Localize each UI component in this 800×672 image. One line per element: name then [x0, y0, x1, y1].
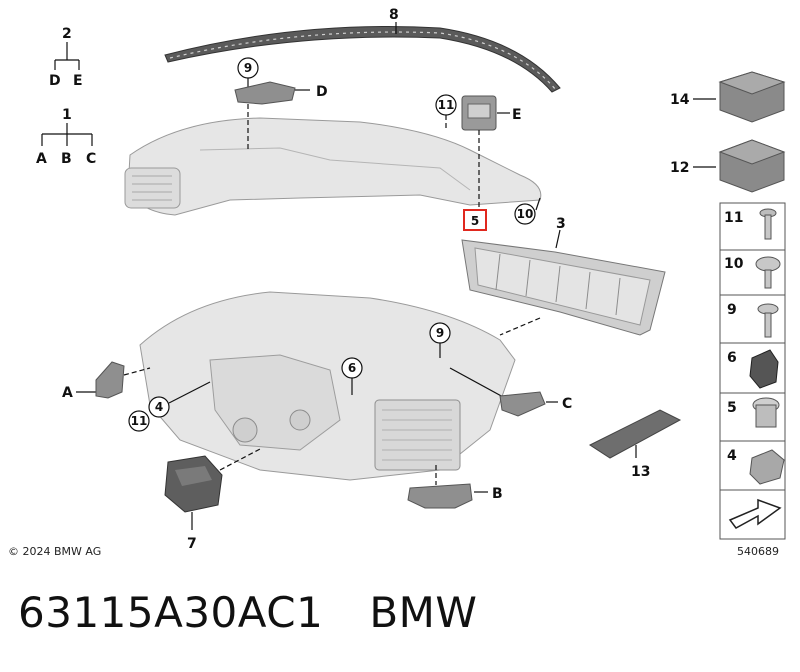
- callout-11-lower: 11: [131, 414, 148, 428]
- parts-diagram: 2 D E 1 A B C 8 9: [8, 7, 786, 558]
- diagram-number: 540689: [737, 545, 779, 558]
- tree-child-c: C: [86, 151, 96, 167]
- part-14-box: 14: [670, 71, 786, 123]
- panel-label-11: 11: [724, 210, 743, 226]
- callout-8: 8: [389, 7, 399, 23]
- callout-11-top: 11: [438, 98, 455, 112]
- part-b-bracket: B: [407, 465, 503, 509]
- panel-label-5: 5: [727, 400, 737, 416]
- tree-child-d: D: [49, 73, 61, 89]
- part-e-bracket: 11 E 5: [435, 94, 522, 231]
- next-arrow-icon: [728, 498, 782, 529]
- tree-child-e: E: [73, 73, 83, 89]
- callout-6: 6: [348, 361, 356, 375]
- callout-7: 7: [187, 536, 197, 552]
- tree-child-b: B: [61, 151, 72, 167]
- headlight-housing-lower: [139, 291, 516, 481]
- callout-a: A: [62, 385, 73, 401]
- tree-mid-label: 1: [62, 107, 72, 123]
- assembly-tree: 2 D E 1 A B C: [36, 26, 96, 167]
- caption-brand: BMW: [369, 588, 478, 637]
- panel-label-10: 10: [724, 256, 744, 272]
- highlight-box-5: [463, 209, 487, 231]
- copyright-text: © 2024 BMW AG: [8, 545, 101, 558]
- callout-12: 12: [670, 160, 689, 176]
- part-8-trim-strip: 8: [164, 7, 561, 93]
- callout-c: C: [562, 396, 572, 412]
- callout-9-lower: 9: [436, 326, 444, 340]
- callout-d: D: [316, 84, 328, 100]
- callout-4-lower: 4: [155, 400, 163, 414]
- callout-e: E: [512, 107, 522, 123]
- tree-child-a: A: [36, 151, 47, 167]
- part-7-connector: 7: [164, 447, 263, 552]
- part-10-callout: 10: [514, 197, 541, 225]
- part-13-pad: 13: [588, 409, 682, 480]
- part-a-bracket: A: [62, 361, 151, 401]
- part-9-screw-top: 9 D: [234, 57, 328, 150]
- callout-3: 3: [556, 216, 566, 232]
- side-parts-panel: 11 10 9 6 5 4: [719, 202, 786, 540]
- tree-top-label: 2: [62, 26, 72, 42]
- part-4-11-lower: 4 11: [128, 381, 211, 432]
- part-9-c-lower: 9 C: [429, 322, 572, 417]
- part-6-callout: 6: [341, 357, 363, 395]
- part-12-box: 12: [670, 139, 786, 193]
- panel-label-6: 6: [727, 350, 737, 366]
- callout-14: 14: [670, 92, 690, 108]
- panel-label-9: 9: [727, 302, 737, 318]
- callout-9-top: 9: [244, 61, 252, 75]
- callout-13: 13: [631, 464, 650, 480]
- callout-b: B: [492, 486, 503, 502]
- caption-part-number: 63115A30AC1: [18, 588, 324, 637]
- headlight-housing-upper: [124, 117, 542, 216]
- callout-5-highlighted: 5: [471, 214, 479, 228]
- part-3-mounting-frame: 3: [461, 216, 666, 336]
- callout-10: 10: [517, 207, 534, 221]
- panel-label-4: 4: [727, 448, 737, 464]
- caption: 63115A30AC1 BMW: [18, 588, 477, 637]
